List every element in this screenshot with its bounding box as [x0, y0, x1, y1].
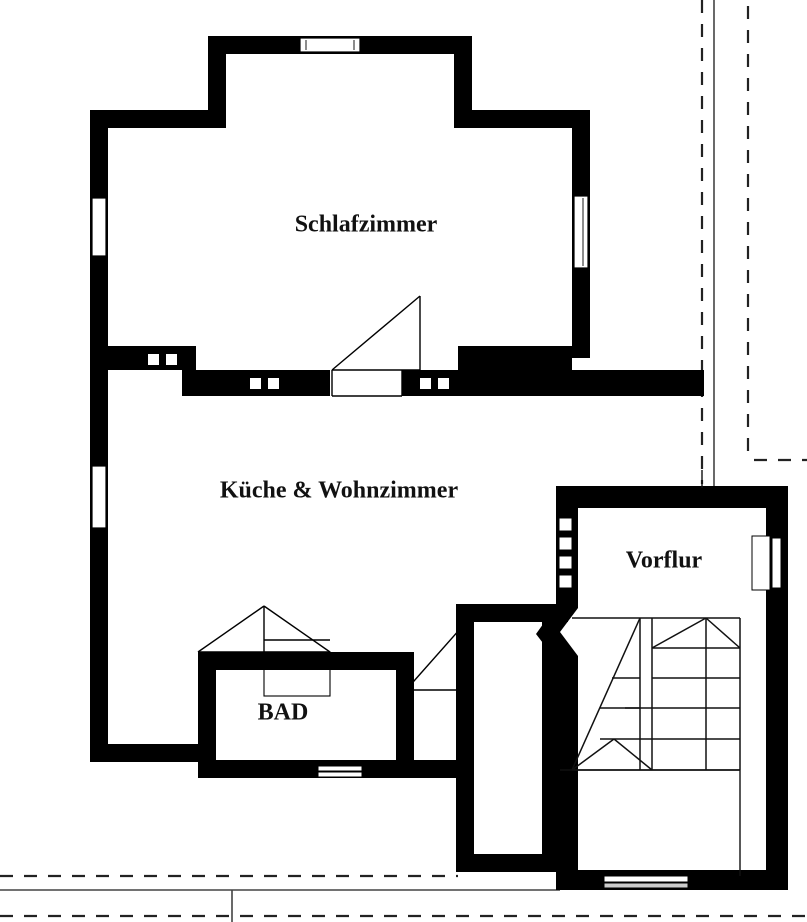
vent-right-b: [438, 378, 449, 389]
window-mullions-group: [305, 40, 584, 266]
vent-mid-b: [268, 378, 279, 389]
stair-winder-c: [571, 738, 615, 771]
corridor-right-wall: [542, 604, 560, 872]
stair-diagonal-cut: [571, 617, 641, 771]
wall-vents-group: [148, 354, 449, 389]
glass-block-2: [558, 536, 573, 551]
swing-arc-schlafzimmer: [331, 295, 421, 371]
door-opening-infill: [330, 370, 402, 396]
living-bottom-left-return: [90, 744, 210, 762]
bad-bottom-wall: [198, 760, 414, 778]
bad-fixture-box: [263, 651, 331, 697]
window-living-left: [91, 465, 107, 529]
vent-right-a: [420, 378, 431, 389]
vorflur-detail-lines: [560, 769, 741, 876]
swing-arc-bad: [263, 605, 331, 653]
windows-group: [91, 37, 589, 529]
window-bad-bottom: [317, 765, 363, 778]
vent-mid-a: [250, 378, 261, 389]
vorflur-glass-block-wall: [558, 517, 573, 589]
door-leaf-bad: [197, 605, 265, 653]
bad-to-corridor-wall: [396, 760, 474, 778]
schlafzimmer-outer-wall: [90, 36, 590, 358]
door-bad-top-swing: [197, 605, 331, 697]
room-label-kueche-wohnzimmer: Küche & Wohnzimmer: [220, 478, 459, 504]
window-schlafzimmer-top: [299, 37, 361, 53]
corridor-top-wall: [456, 604, 568, 622]
solid-guides-group: [0, 0, 715, 922]
door-vorflur-right: [751, 535, 782, 591]
stair-winder-d: [613, 738, 653, 771]
vorflur-top-wall: [556, 486, 788, 508]
door-swings-group: [197, 295, 469, 697]
glass-block-1: [558, 517, 573, 532]
stair-winder-b: [705, 617, 741, 649]
door-hall-swing: [405, 619, 469, 691]
vent-left-b: [166, 354, 177, 365]
door-schlafzimmer-swing: [331, 295, 421, 397]
corridor-left-wall: [456, 604, 474, 872]
room-label-vorflur: Vorflur: [626, 548, 703, 574]
stair-winder-a: [651, 617, 707, 649]
vent-left-a: [148, 354, 159, 365]
living-left-wall: [90, 356, 108, 762]
room-label-schlafzimmer: Schlafzimmer: [295, 212, 438, 238]
window-schlafzimmer-right: [573, 195, 589, 269]
room-label-bad: BAD: [258, 700, 309, 726]
corridor-bottom-wall: [456, 854, 560, 872]
glass-block-4: [558, 574, 573, 589]
glass-block-3: [558, 555, 573, 570]
window-schlafzimmer-left: [91, 197, 107, 257]
partition-wall-extension-right: [458, 370, 704, 396]
door-vorflur-bottom: [603, 875, 689, 889]
bad-right-wall: [396, 652, 414, 778]
